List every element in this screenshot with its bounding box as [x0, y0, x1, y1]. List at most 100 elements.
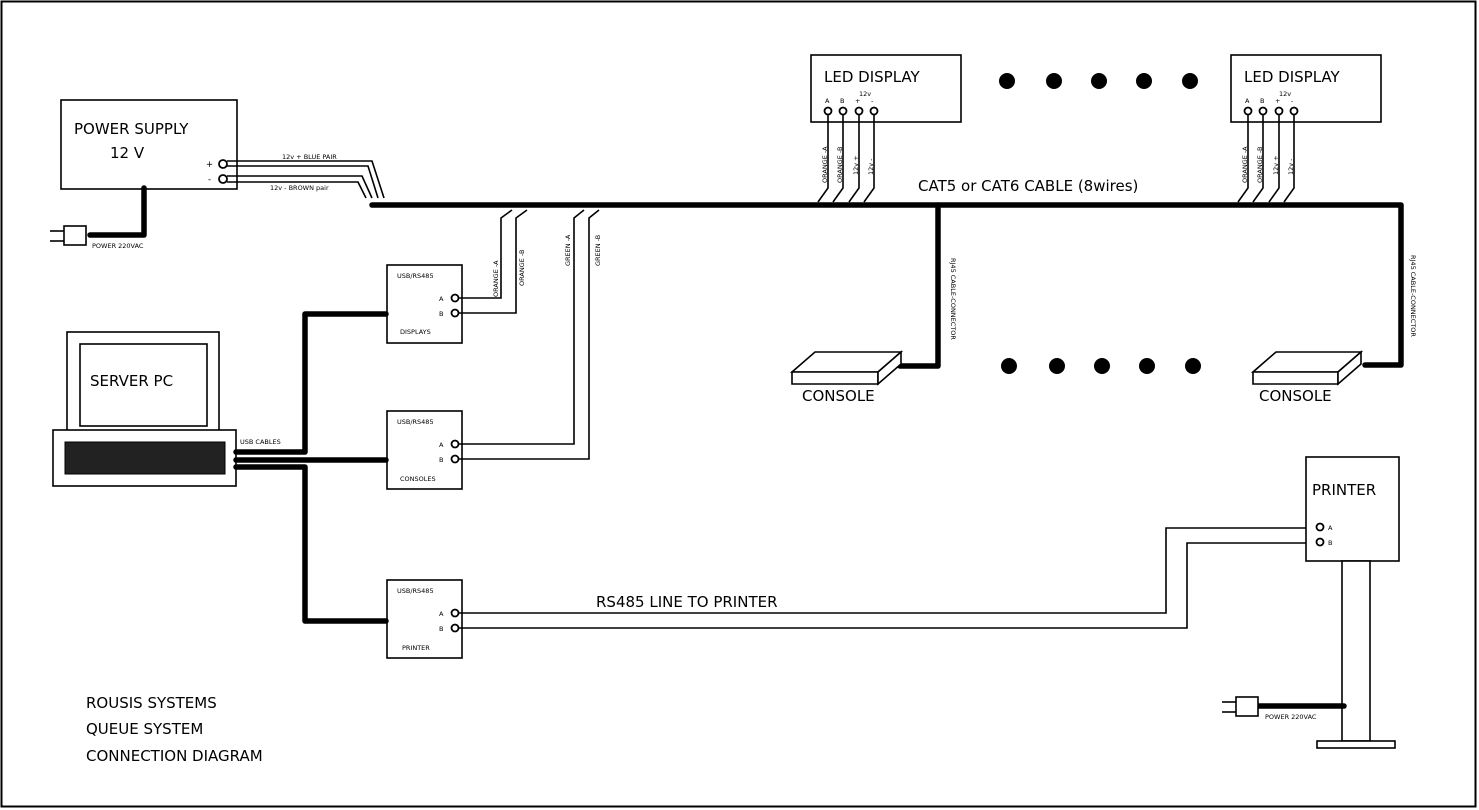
minus-terminal: [218, 174, 228, 184]
blue-pair-wire-upper: [227, 160, 385, 199]
led-wire: [1268, 115, 1280, 203]
led-terminal: [838, 106, 848, 116]
power-supply-mains-cord: [87, 185, 147, 238]
blue-pair-label: 12v + BLUE PAIR: [282, 153, 337, 161]
console-label: CONSOLE: [1259, 387, 1332, 405]
led-pin-label: +: [1275, 97, 1280, 105]
converter-name: DISPLAYS: [400, 328, 431, 336]
usb-cables-label: USB CABLES: [240, 438, 281, 446]
printer-pin-b: B: [1328, 539, 1332, 547]
more-displays-dots: [999, 73, 1198, 89]
led-display-title: LED DISPLAY: [824, 68, 920, 86]
led-pin-label: A: [1245, 97, 1250, 105]
led-terminal: [1289, 106, 1299, 116]
led-display-supply: 12v: [1279, 90, 1291, 98]
converter-pin-b: B: [439, 456, 443, 464]
converter-name: CONSOLES: [400, 475, 436, 483]
console-drop-cable: [897, 202, 941, 369]
usb-cable-printer: [233, 464, 389, 624]
footer-line-1: ROUSIS SYSTEMS: [86, 694, 217, 712]
converter-pin-a: A: [439, 295, 444, 303]
printer-stand: [1341, 560, 1371, 742]
power-supply-voltage: 12 V: [110, 144, 145, 162]
console-drop-label: RJ45 CABLE-CONNECTOR: [949, 258, 957, 340]
mains-label: POWER 220VAC: [92, 242, 144, 250]
led-pin-label: B: [1260, 97, 1264, 105]
blue-pair-wire-lower: [227, 165, 379, 199]
footer-line-2: QUEUE SYSTEM: [86, 720, 203, 738]
brown-pair-wire-lower: [227, 181, 367, 199]
led-wire-label: ORANGE -B: [1256, 147, 1264, 183]
converter-pin-a: A: [439, 441, 444, 449]
plus-terminal: [218, 159, 228, 169]
minus-terminal-label: -: [208, 175, 211, 185]
led-terminal: [1258, 106, 1268, 116]
led-pin-label: B: [840, 97, 844, 105]
footer-line-3: CONNECTION DIAGRAM: [86, 747, 263, 765]
brown-pair-label: 12v - BROWN pair: [270, 184, 329, 192]
console: CONSOLE: [1250, 350, 1364, 405]
display-wire-b: [459, 209, 528, 314]
led-terminal: [1274, 106, 1284, 116]
display-wire-label: ORANGE -B: [518, 250, 526, 286]
printer-stand-base: [1316, 740, 1396, 749]
server-pc: SERVER PC: [52, 331, 237, 487]
led-wire-label: ORANGE -B: [836, 147, 844, 183]
led-display: LED DISPLAY 12v A B + -: [810, 54, 962, 123]
rs485-line-b: [459, 542, 1316, 629]
console-wire-a: [459, 209, 585, 445]
led-display-box: [810, 54, 962, 123]
converter-pin-b: B: [439, 625, 443, 633]
led-pin-label: -: [871, 97, 874, 105]
led-terminal: [854, 106, 864, 116]
printer-title: PRINTER: [1312, 481, 1376, 499]
converter-header: USB/RS485: [397, 272, 434, 280]
converter-header: USB/RS485: [397, 418, 434, 426]
monitor-screen: [79, 343, 208, 427]
console-label: CONSOLE: [802, 387, 875, 405]
usb-rs485-displays: USB/RS485 A B DISPLAYS: [386, 264, 463, 344]
more-consoles-dots: [1001, 358, 1201, 374]
bus-label: CAT5 or CAT6 CABLE (8wires): [918, 177, 1138, 195]
led-pin-label: A: [825, 97, 830, 105]
power-supply-box: [60, 99, 238, 190]
display-wire-label: ORANGE -A: [492, 260, 500, 297]
led-pin-label: +: [855, 97, 860, 105]
led-wire-label: 12v +: [852, 155, 860, 175]
led-wire-label: ORANGE -A: [821, 146, 829, 183]
server-title: SERVER PC: [90, 372, 173, 390]
rs485-line-a: [459, 527, 1316, 614]
plus-terminal-label: +: [206, 160, 213, 170]
usb-cable-displays: [233, 311, 389, 455]
console-wire-b: [459, 209, 600, 460]
led-display-title: LED DISPLAY: [1244, 68, 1340, 86]
led-wire-label: 12v -: [867, 158, 875, 175]
led-terminal: [869, 106, 879, 116]
console-drop-label: RJ45 CABLE-CONNECTOR: [1409, 255, 1417, 337]
console: CONSOLE: [789, 350, 904, 405]
converter-header: USB/RS485: [397, 587, 434, 595]
led-display: LED DISPLAY 12v A B + -: [1230, 54, 1382, 123]
printer-pin-a: A: [1328, 524, 1333, 532]
plug-icon: [50, 225, 87, 246]
power-supply: POWER SUPPLY 12 V + -: [60, 99, 238, 190]
led-display-supply: 12v: [859, 90, 871, 98]
printer: PRINTER A B: [1305, 456, 1400, 749]
led-wire-label: ORANGE -A: [1241, 146, 1249, 183]
usb-rs485-consoles: USB/RS485 A B CONSOLES: [386, 410, 463, 490]
converter-pin-b: B: [439, 310, 443, 318]
power-supply-title: POWER SUPPLY: [74, 120, 189, 138]
rs485-line-label: RS485 LINE TO PRINTER: [596, 593, 778, 611]
led-wire-label: 12v -: [1287, 158, 1295, 175]
keyboard: [64, 441, 226, 475]
led-terminal: [1243, 106, 1253, 116]
brown-pair-wire-upper: [227, 175, 373, 199]
led-wire: [817, 115, 829, 203]
led-display-box: [1230, 54, 1382, 123]
mains-label: POWER 220VAC: [1265, 713, 1317, 721]
led-wire: [1283, 115, 1295, 203]
led-wire: [1252, 115, 1264, 203]
led-wire: [1237, 115, 1249, 203]
